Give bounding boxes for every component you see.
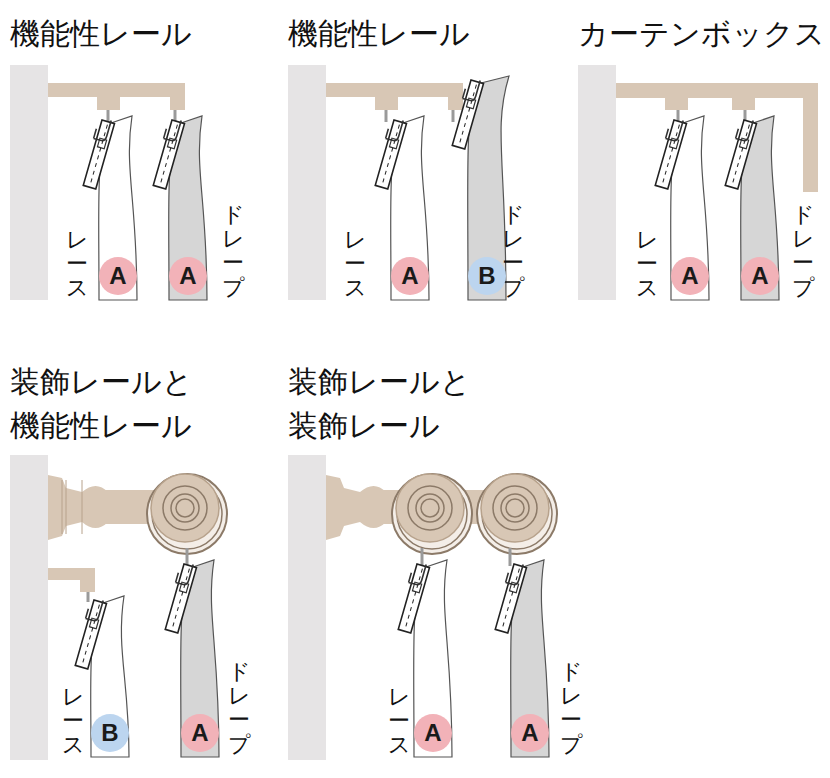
type-badge: B <box>91 714 129 752</box>
panel-title: 機能性レール <box>10 12 202 56</box>
curtain-ring <box>147 474 227 554</box>
wall <box>288 65 326 300</box>
badge-letter: A <box>681 262 698 290</box>
curtain <box>722 116 779 300</box>
panel-title: カーテンボックス <box>578 12 827 56</box>
curtain-ring <box>477 474 557 554</box>
badge-letter: B <box>101 719 118 747</box>
curtain-label: ドレープ <box>560 660 582 757</box>
curtain-label: レース <box>388 685 410 758</box>
type-badge: A <box>391 257 429 295</box>
curtain-ring <box>392 474 472 554</box>
curtain-label: レース <box>62 685 84 758</box>
type-badge: A <box>99 257 137 295</box>
wall <box>10 455 48 760</box>
type-badge: A <box>511 714 549 752</box>
badge-letter: A <box>191 719 208 747</box>
badge-letter: A <box>424 719 441 747</box>
curtain-label: レース <box>66 228 88 301</box>
panel-title: 機能性レール <box>288 12 480 56</box>
rod-end <box>396 474 464 542</box>
hook-wire <box>452 110 455 122</box>
rod-end <box>481 474 549 542</box>
functional-rail <box>48 568 95 592</box>
badge-letter: A <box>521 719 538 747</box>
hook-wire <box>385 110 388 122</box>
type-badge: A <box>169 257 207 295</box>
rod-bracket <box>326 475 386 540</box>
curtain-box <box>616 83 818 192</box>
panel-title: 装飾レールと 装飾レール <box>288 360 480 447</box>
rod-bracket <box>48 475 108 540</box>
curtain-label: ドレープ <box>792 203 814 300</box>
functional-rail <box>326 83 463 110</box>
curtain-label: ドレープ <box>228 660 250 757</box>
wall <box>288 455 326 760</box>
curtain <box>449 76 509 300</box>
curtain-label: ドレープ <box>222 203 244 300</box>
curtain <box>652 116 709 300</box>
badge-letter: A <box>401 262 418 290</box>
hook-wire <box>186 548 189 566</box>
hook-wire <box>509 548 512 566</box>
curtain-label: レース <box>636 228 658 301</box>
badge-letter: A <box>109 262 126 290</box>
hook-wire <box>107 110 110 122</box>
curtain <box>80 116 137 300</box>
curtain <box>150 116 207 300</box>
hook-wire <box>87 592 90 602</box>
curtain <box>162 560 219 757</box>
type-badge: A <box>181 714 219 752</box>
wall <box>578 65 616 300</box>
rod-end <box>151 474 219 542</box>
curtain <box>372 116 429 300</box>
curtain <box>492 560 549 757</box>
badge-letter: A <box>179 262 196 290</box>
panel-title: 装飾レールと 機能性レール <box>10 360 202 447</box>
type-badge: A <box>414 714 452 752</box>
badge-letter: A <box>751 262 768 290</box>
type-badge: B <box>468 257 506 295</box>
hook-wire <box>421 548 424 566</box>
wall <box>10 65 48 300</box>
type-badge: A <box>741 257 779 295</box>
curtain-label: レース <box>344 228 366 301</box>
curtain-label: ドレープ <box>502 203 524 300</box>
type-badge: A <box>671 257 709 295</box>
badge-letter: B <box>478 262 495 290</box>
functional-rail <box>48 83 185 110</box>
